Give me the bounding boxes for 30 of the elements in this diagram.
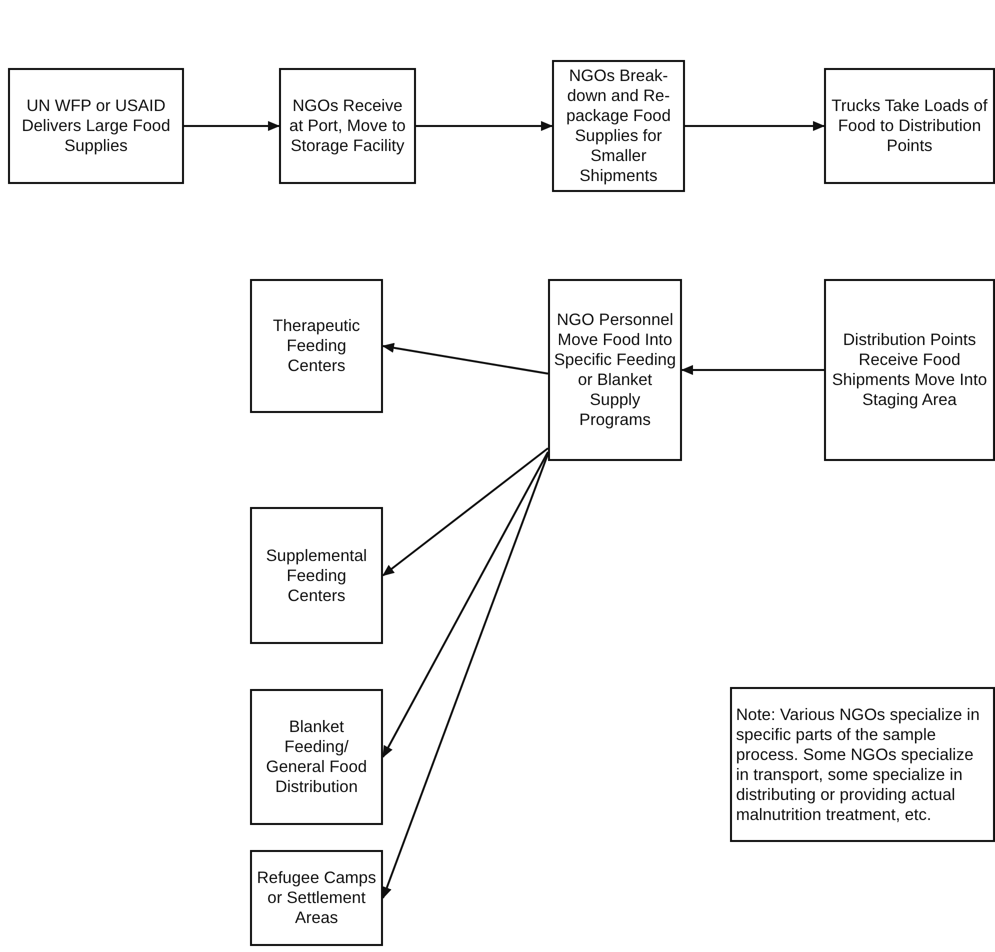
arrow: [382, 342, 548, 375]
arrow: [685, 121, 825, 131]
box-label: Trucks Take Loads of Food to Distribution Points: [830, 96, 988, 156]
box-label: Supplemental Feeding Centers: [265, 546, 368, 606]
process-box: [250, 850, 383, 946]
box-label: UN WFP or USAID Delivers Large Food Supplies: [20, 96, 172, 156]
process-box: [552, 60, 685, 192]
box-label: Therapeutic Feeding Centers: [272, 316, 362, 376]
arrow: [382, 447, 549, 576]
process-box: [279, 68, 416, 184]
box-label: NGOs Receive at Port, Move to Storage Facility: [288, 96, 407, 156]
box-label: Refugee Camps or Settlement Areas: [256, 868, 377, 928]
process-box: [824, 68, 995, 184]
process-box: [8, 68, 184, 184]
process-box: [250, 689, 383, 825]
note-box: [730, 687, 995, 842]
process-box: [250, 279, 383, 413]
process-box: [824, 279, 995, 461]
process-box: [250, 507, 383, 644]
arrow: [382, 453, 549, 899]
arrow: [681, 365, 824, 375]
box-label: NGOs Break-down and Re-package Food Supplies for Smaller Shipments: [565, 66, 672, 186]
arrow: [382, 451, 549, 758]
process-box: [548, 279, 682, 461]
box-label: Distribution Points Receive Food Shipments Move Into Staging Area: [831, 330, 988, 410]
note-text: Note: Various NGOs specialize in specific parts of the sample process. Some NGOs specialize in transport, some specialize in distributing or providing actual malnutrition treatment, etc.: [736, 704, 981, 824]
box-label: NGO Personnel Move Food Into Specific Feeding or Blanket Supply Programs: [554, 310, 676, 430]
arrow: [184, 121, 280, 131]
box-label: Blanket Feeding/ General Food Distribution: [265, 717, 368, 797]
arrow: [416, 121, 553, 131]
